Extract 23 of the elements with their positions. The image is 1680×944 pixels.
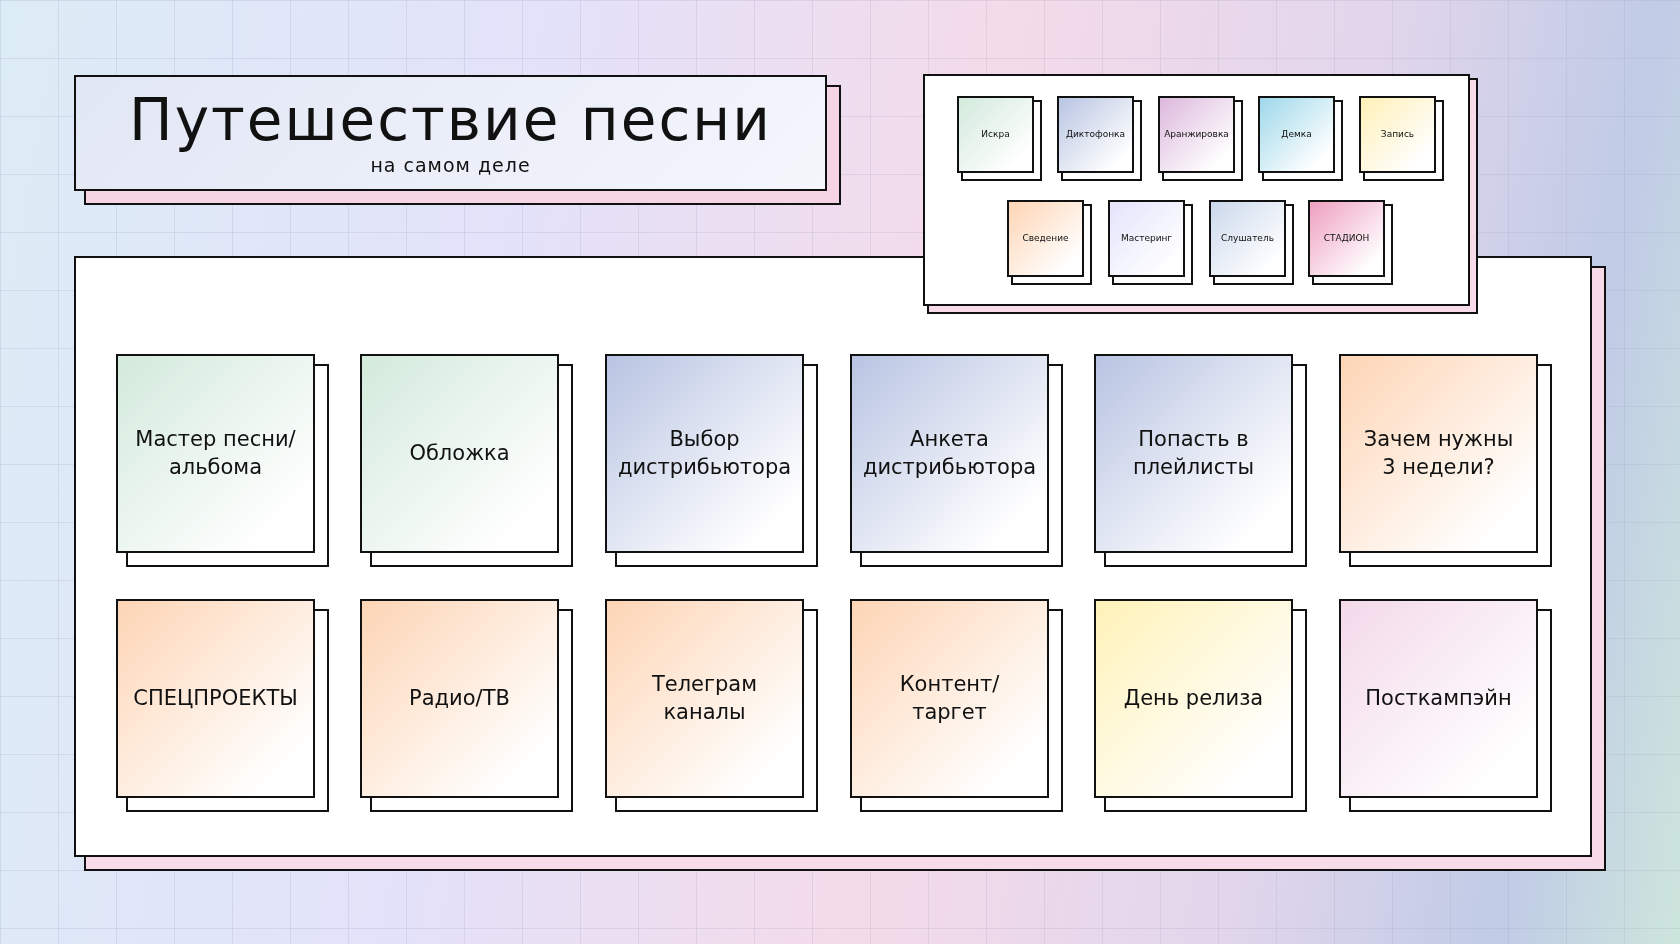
note-label: День релиза [1122,684,1265,712]
note-label: Мастеринг [1119,232,1174,245]
note-label: Анкета дистрибьютора [861,426,1038,481]
note-label: Демка [1280,128,1313,141]
note-label: Выбор дистрибьютора [616,426,793,481]
note-label: Обложка [408,439,511,467]
note-label: Посткампэйн [1364,684,1513,712]
subtitle: на самом деле [370,154,531,177]
note-label: Запись [1379,128,1416,141]
note-label: Попасть в плейлисты [1131,426,1256,481]
note-label: Контент/ таргет [898,671,1001,726]
note-label: СТАДИОН [1322,232,1371,245]
note-label: Слушатель [1220,232,1275,245]
note-label: Зачем нужны 3 недели? [1362,426,1515,481]
note-label: Аранжировка [1163,128,1230,141]
note-label: Телеграм каналы [650,671,759,726]
note-label: Сведение [1021,232,1070,245]
note-label: СПЕЦПРОЕКТЫ [132,684,299,712]
banner-heading: Путешествие песни [129,89,772,151]
note-label: Искра [980,128,1011,141]
note-label: Диктофонка [1064,128,1127,141]
note-label: Радио/ТВ [408,684,511,712]
note-label: Мастер песни/ альбома [134,426,297,481]
